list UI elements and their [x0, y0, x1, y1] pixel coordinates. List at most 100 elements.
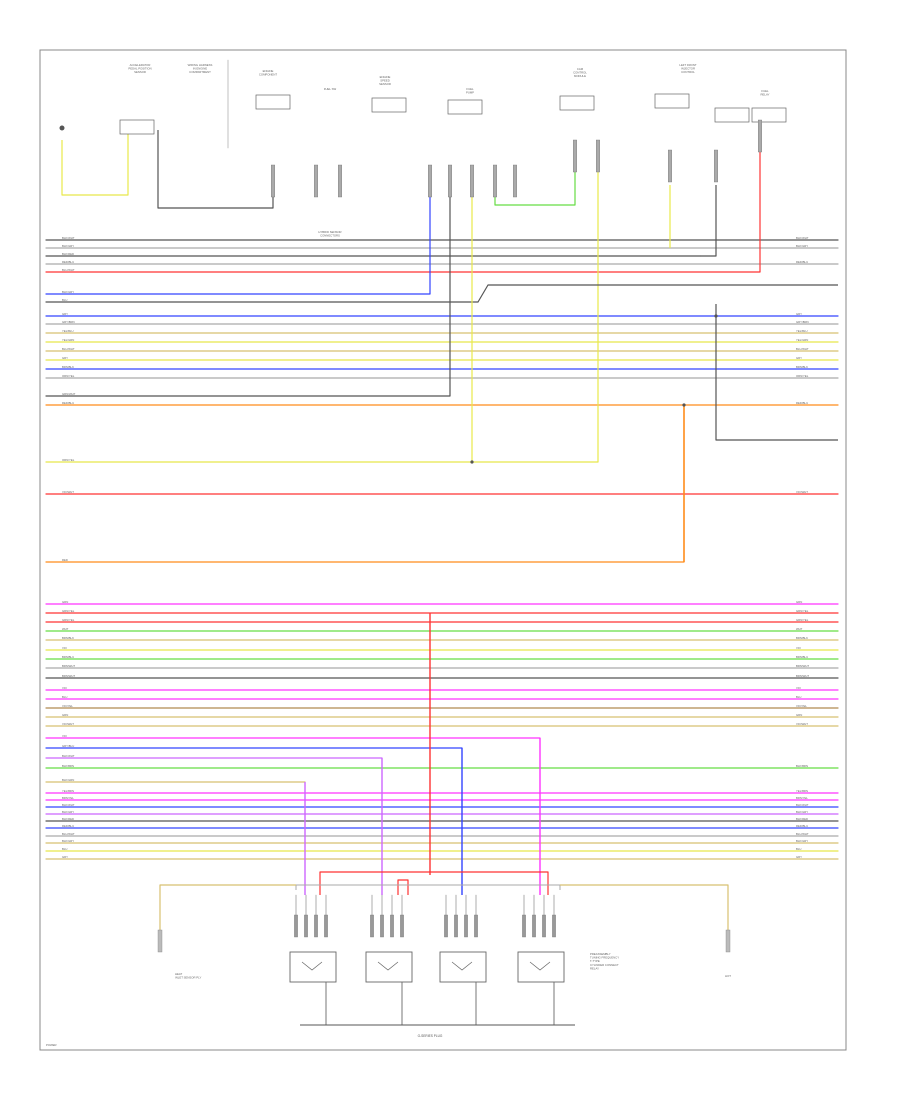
corner-label: POWER: [46, 1043, 57, 1047]
injector-relay-box: [365, 951, 413, 983]
bus-wire-label: BLK/WHT: [62, 803, 75, 807]
top-connector-pin-icon: [668, 149, 673, 183]
bus-wire-label: BLU/WHT: [796, 832, 809, 836]
top-component-label-line: CONTROL: [681, 70, 695, 74]
top-component-label-line: CONTROL: [573, 71, 587, 75]
top-component-label-line: SENSOR: [379, 82, 391, 86]
top-component-label-line: COMPARTMENT: [189, 70, 211, 74]
bus-wire-label: GRY: [62, 312, 68, 316]
connector-pin-icon: [324, 914, 328, 938]
bus-wire-label: VIO/WHT: [62, 490, 74, 494]
drop-wire: [295, 884, 561, 890]
bus-wire-label: BLK/GRY: [62, 810, 74, 814]
bus-wire-label: RED/BLU: [62, 260, 74, 264]
bus-wire-label: BLU: [62, 695, 67, 699]
injector-relay-box: [517, 951, 565, 983]
bus-wire-label: VIO/YEL: [62, 704, 73, 708]
connector-pin-icon: [294, 914, 298, 938]
top-component-label-line: LEFT FRONT: [679, 63, 696, 67]
bus-wire-label: BLK/GRY: [62, 839, 74, 843]
top-component-label-line: PEDAL POSITION: [128, 67, 151, 71]
top-component-label-line: FUEL SW: [324, 87, 337, 91]
bus-wire-label: YEL/BRN: [796, 789, 808, 793]
bus-wire-label: BLU: [62, 847, 67, 851]
bus-wire-label: WHT: [62, 627, 69, 631]
bus-wire-label: VIO/WHT: [62, 722, 74, 726]
bus-wire-label: BLU: [796, 847, 801, 851]
connector-pin-icon: [464, 914, 468, 938]
connector-pin-icon: [400, 914, 404, 938]
bus-wire-label: BLK/WHT: [62, 754, 75, 758]
bus-wire-label: BRN/WHT: [62, 674, 75, 678]
bus-wire-label: GRY: [62, 356, 68, 360]
top-connector-pin-icon: [758, 119, 763, 153]
connector-pin-icon: [390, 914, 394, 938]
bus-wire-label: BLK/WHT: [796, 803, 809, 807]
bus-wire-label: VIO: [62, 646, 68, 650]
bus-wire-label: BLK/RED: [62, 817, 74, 821]
top-component-label-line: PUMP: [466, 91, 474, 95]
top-component-label-line: SPEED: [380, 79, 389, 83]
sensor-plug-icon: [157, 929, 163, 953]
connector-pin-icon: [522, 914, 526, 938]
top-connector-pin-icon: [314, 164, 319, 198]
top-component-label-line: SENSOR: [134, 70, 146, 74]
top-connector-pin-icon: [513, 164, 518, 198]
bus-wire-label: GRY: [62, 855, 68, 859]
bus-wire-label: BLK/GRY: [62, 244, 74, 248]
bus-wire-label: BLK/GRY: [796, 839, 808, 843]
bus-wire-label: RED/BLU: [796, 824, 808, 828]
bus-wire-label: VIO/WHT: [796, 722, 808, 726]
top-component-box: [119, 119, 155, 135]
relay-coil-icon: [451, 961, 473, 971]
top-connector-pin-icon: [448, 164, 453, 198]
relay-coil-icon: [529, 961, 551, 971]
top-component-label-line: ACCELERATOR: [130, 63, 151, 67]
bus-wire-label: GRN: [796, 713, 802, 717]
bus-wire-label: BLU: [796, 695, 801, 699]
sensor-feed-wire: [61, 130, 129, 196]
bus-wire-label: BRN/BLK: [62, 365, 74, 369]
relay-coil-icon: [301, 961, 323, 971]
bus-wire-label: ORN/YEL: [62, 374, 75, 378]
bus-wire-label: BLK/GRN: [62, 778, 74, 782]
bus-wire-label: BRN/YEL: [62, 796, 74, 800]
connector-pin-icon: [370, 914, 374, 938]
top-component-label-line: IN ENGINE: [193, 67, 207, 71]
module-label-line: PREASSEMBLY: [590, 952, 611, 956]
bus-wire-label: GRN: [62, 713, 68, 717]
top-connector-pin-icon: [714, 149, 719, 183]
bus-wire-label: BLK/GRY: [796, 244, 808, 248]
top-connector-label-line: CONNECTORS: [320, 234, 340, 238]
bus-wire-label: BRN/BLU: [796, 655, 808, 659]
drop-wire: [159, 884, 296, 930]
junction-dot: [714, 314, 718, 318]
bus-wire-label: GRN/YEL: [796, 609, 809, 613]
label-layer: BLK/WHT BLK/WHT BLK/GRY BLK/GRY BLK/RED RED/B…: [62, 63, 809, 980]
bus-wire-label: BRN/BLK: [796, 636, 808, 640]
top-component-box: [559, 95, 595, 111]
relay-wire: [700, 185, 717, 257]
ground-return-wire: [715, 304, 838, 441]
bus-wire-label: YEL/BRN: [62, 789, 74, 793]
ground-wire: [477, 284, 838, 303]
top-connector-pin-icon: [338, 164, 343, 198]
bus-wire-label: GRN/YEL: [796, 618, 809, 622]
sensor-plug-icon: [725, 929, 731, 953]
bus-wire-label: GRN/YEL: [62, 609, 75, 613]
connector-pin-icon: [532, 914, 536, 938]
bus-wire-label: VIO: [62, 734, 68, 738]
bus-wire-label: BRN/BLU: [62, 655, 74, 659]
bus-wire-label: VIO: [796, 646, 802, 650]
bus-wire-label: GRY/BRN: [796, 320, 809, 324]
top-component-box: [654, 93, 690, 109]
bus-wire-label: VIO: [62, 686, 68, 690]
